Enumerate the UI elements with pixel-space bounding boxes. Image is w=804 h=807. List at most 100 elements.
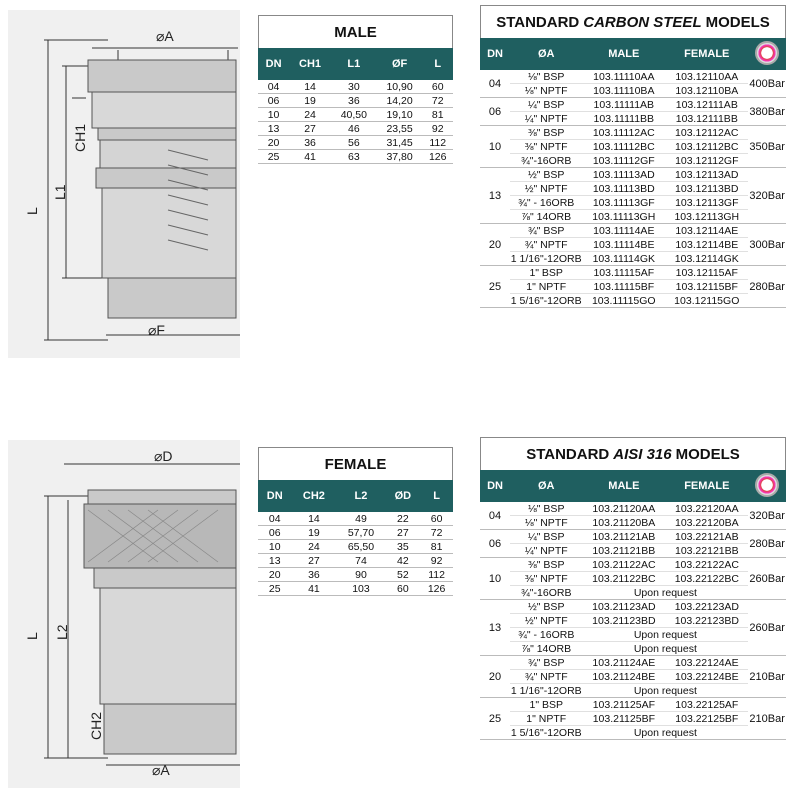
table-cell: 19: [291, 525, 337, 540]
thread-cell: ½" BSP: [510, 599, 583, 614]
dn-cell: 10: [480, 125, 511, 168]
thread-cell: ¼" NPTF: [510, 543, 583, 558]
table-cell: 36: [291, 567, 337, 582]
female-code-cell: 103.12112BC: [665, 139, 749, 154]
male-code-cell: 103.11111AB: [582, 97, 666, 112]
table-cell: 41: [291, 581, 337, 596]
dn-cell: 06: [480, 97, 511, 126]
table-cell: 60: [385, 581, 421, 596]
dim-f-label: ⌀F: [148, 322, 165, 338]
thread-cell: 1" BSP: [510, 265, 583, 280]
pressure-cell: 320Bar: [748, 167, 786, 224]
thread-cell: ⅛" BSP: [510, 70, 583, 84]
thread-cell: ¾" BSP: [510, 655, 583, 670]
pressure-gauge-icon: [755, 40, 780, 65]
female-coupling-section-view: [44, 463, 240, 766]
male-code-cell: 103.21120AA: [582, 502, 666, 516]
female-code-cell: 103.12115AF: [665, 265, 749, 280]
thread-cell: ¾" NPTF: [510, 669, 583, 684]
thread-cell: ½" NPTF: [510, 613, 583, 628]
dn-cell: 25: [480, 697, 511, 740]
thread-cell: ⅜" NPTF: [510, 139, 583, 154]
male-code-cell: 103.21122BC: [582, 571, 666, 586]
thread-cell: ⅛" NPTF: [510, 515, 583, 530]
male-code-cell: 103.11112AC: [582, 125, 666, 140]
thread-cell: ⅞" 14ORB: [510, 641, 583, 656]
availability-cell: Upon request: [582, 627, 749, 642]
pressure-column-header: [748, 38, 786, 70]
column-header: MALE: [582, 470, 666, 502]
dim-a-label: ⌀A: [152, 762, 170, 778]
male-code-cell: 103.21121AB: [582, 529, 666, 544]
dim-ch2-label: CH2: [88, 711, 104, 740]
male-code-cell: 103.11114GK: [582, 251, 666, 266]
table-cell: 10: [258, 107, 290, 122]
table-cell: 04: [258, 80, 290, 94]
table-cell: 36: [330, 93, 377, 108]
pressure-cell: 210Bar: [748, 697, 786, 740]
dn-cell: 10: [480, 557, 511, 600]
table-cell: 24: [291, 539, 337, 554]
female-code-cell: 103.22122AC: [665, 557, 749, 572]
column-header: MALE: [582, 38, 666, 70]
table-cell: 52: [385, 567, 421, 582]
thread-cell: 1" NPTF: [510, 711, 583, 726]
thread-cell: ⅛" BSP: [510, 502, 583, 516]
dim-ch1-label: CH1: [72, 123, 88, 152]
table-cell: 57,70: [336, 525, 386, 540]
table-cell: 63: [330, 149, 377, 164]
availability-cell: Upon request: [582, 725, 749, 740]
table-cell: 10,90: [376, 80, 423, 94]
thread-cell: ⅜" BSP: [510, 125, 583, 140]
female-code-cell: 103.12111BB: [665, 111, 749, 126]
table-cell: 60: [420, 512, 453, 526]
thread-cell: 1 1/16"-12ORB: [510, 251, 583, 266]
female-code-cell: 103.22120BA: [665, 515, 749, 530]
female-table-title: FEMALE: [258, 447, 453, 480]
table-cell: 92: [422, 121, 453, 136]
male-code-cell: 103.21124AE: [582, 655, 666, 670]
table-cell: 72: [422, 93, 453, 108]
female-coupling-drawing: ⌀D ⌀A CH2 L2 L: [8, 440, 240, 788]
male-code-cell: 103.21125BF: [582, 711, 666, 726]
table-cell: 14: [289, 80, 331, 94]
table-cell: 35: [385, 539, 421, 554]
female-code-cell: 103.12111AB: [665, 97, 749, 112]
table-cell: 60: [422, 80, 453, 94]
female-code-cell: 103.12113GH: [665, 209, 749, 224]
dn-cell: 04: [480, 70, 511, 98]
pressure-cell: 260Bar: [748, 599, 786, 656]
column-header: DN: [258, 48, 290, 80]
pressure-cell: 280Bar: [748, 265, 786, 308]
dn-cell: 13: [480, 167, 511, 224]
female-code-cell: 103.12110BA: [665, 83, 749, 98]
thread-cell: ¼" NPTF: [510, 111, 583, 126]
dn-cell: 20: [480, 223, 511, 266]
dim-l2-label: L2: [54, 624, 70, 640]
table-cell: 46: [330, 121, 377, 136]
column-header: CH2: [291, 480, 337, 512]
table-cell: 27: [291, 553, 337, 568]
